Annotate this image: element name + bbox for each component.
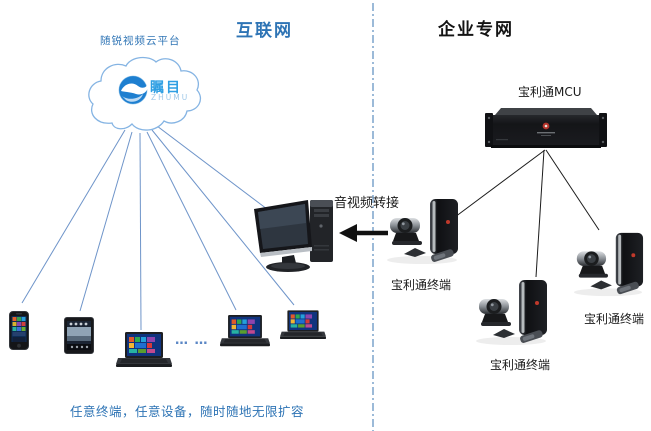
av-transfer-label: 音视频转接 [334,196,400,211]
left-arrow-icon [339,224,388,242]
laptop-icon-3 [280,310,326,341]
zhumu-logo-icon [118,75,149,105]
desktop-pc-icon [252,195,337,273]
cloud-platform-label: 随锐视频云平台 [100,35,181,47]
tablet-icon [64,317,94,354]
smartphone-icon [9,311,29,350]
enterprise-zone-label: 企业专网 [438,20,514,40]
cloud-connection-lines [21,125,295,331]
mcu-connection-lines [454,149,600,278]
terminal-label-1: 宝利通终端 [391,278,452,292]
terminal-label-3: 宝利通终端 [584,312,645,326]
zhumu-logo-text: 瞩目 [150,80,182,96]
laptop-icon-1 [116,332,172,369]
video-terminal-icon-3 [571,230,645,298]
video-terminal-icon-2 [473,277,549,347]
bottom-caption: 任意终端，任意设备，随时随地无限扩容 [70,404,305,419]
mcu-label: 宝利通MCU [518,85,582,99]
mcu-server-icon [485,106,607,150]
laptop-icon-2 [220,315,270,348]
cloud-icon [88,56,202,131]
internet-zone-label: 互联网 [236,21,293,41]
more-devices-ellipsis: … … [175,333,209,348]
terminal-label-2: 宝利通终端 [490,358,551,372]
zhumu-logo-subtext: ZHUMU [151,93,190,102]
